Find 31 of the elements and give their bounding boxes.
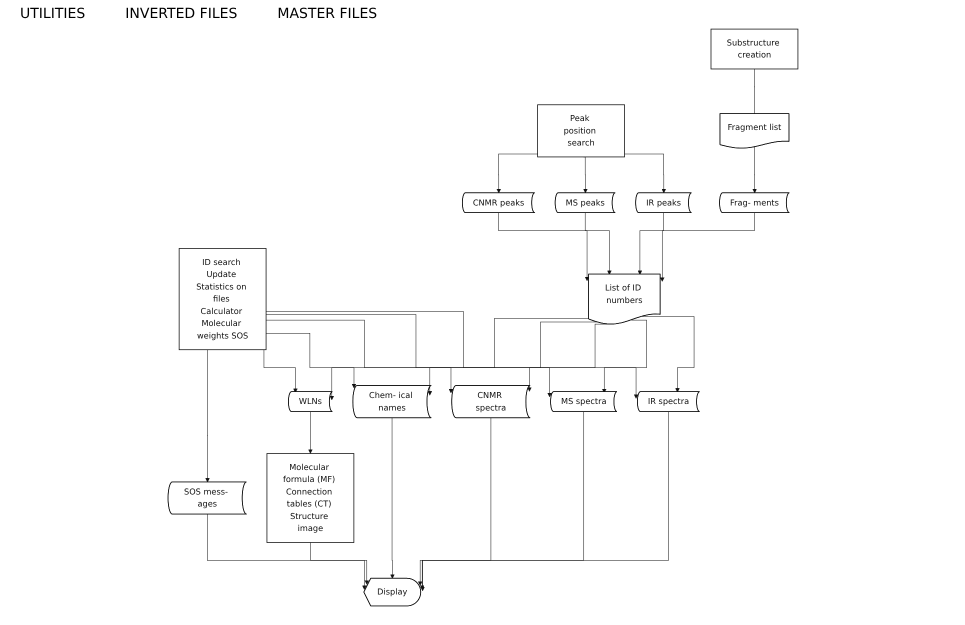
arrow (498, 212, 589, 281)
node-box: Substructure creation (710, 28, 798, 69)
arrow (420, 411, 668, 591)
node-box: Molecular formula (MF) Connection tables (CT) Structure image (266, 452, 354, 542)
arrow (265, 310, 638, 398)
column-heading: MASTER FILES (277, 6, 378, 22)
column-heading: INVERTED FILES (125, 6, 238, 22)
arrow (752, 146, 756, 193)
arrow (660, 212, 754, 282)
arrow (265, 314, 552, 397)
arrow (496, 153, 538, 193)
arrow (310, 542, 369, 584)
arrow (584, 212, 612, 274)
arrow (601, 319, 646, 393)
arrow (419, 411, 584, 590)
arrow (417, 417, 491, 586)
arrow (637, 212, 664, 274)
arrow (308, 411, 312, 454)
arrow (641, 316, 694, 392)
arrow (427, 321, 597, 396)
arrow (329, 317, 589, 400)
column-heading: UTILITIES (20, 6, 86, 22)
arrow (265, 332, 356, 388)
node-box: Peak position search (536, 104, 624, 157)
arrow (582, 156, 588, 193)
node-box: ID search Update Statistics on files Calculator Molecular weights SOS (178, 248, 266, 350)
arrow (204, 348, 212, 482)
arrow (390, 417, 394, 578)
arrow (624, 153, 666, 193)
arrow (265, 319, 453, 393)
arrow (206, 514, 366, 590)
